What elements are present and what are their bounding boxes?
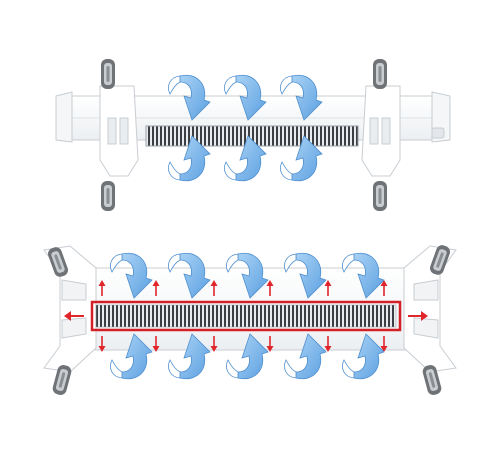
left-heat-arrow: [64, 311, 84, 321]
bottom-heater: [43, 243, 457, 397]
bottom-right-foot: [403, 243, 457, 397]
right-heat-arrow: [408, 311, 428, 321]
top-heater: [55, 59, 451, 211]
top-left-end-cap: [55, 91, 73, 143]
top-right-foot: [361, 59, 401, 211]
bottom-left-foot: [43, 245, 97, 397]
heating-element-frame: [90, 300, 402, 332]
bottom-heater-grille: [95, 304, 397, 328]
side-heat-arrows: [64, 311, 428, 321]
top-left-foot: [99, 59, 139, 211]
